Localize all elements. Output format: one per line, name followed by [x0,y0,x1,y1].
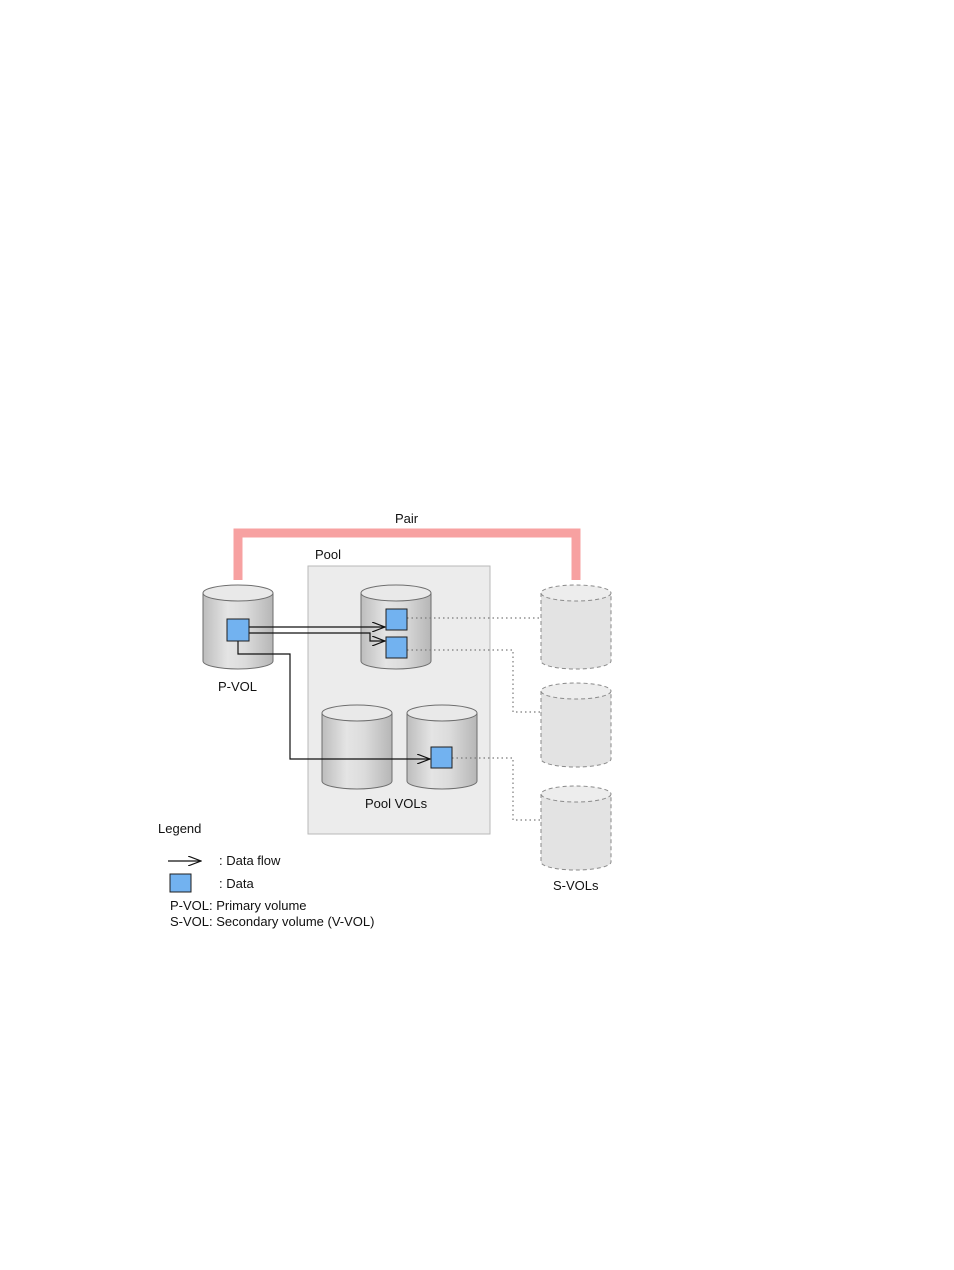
legend-data-icon [170,874,191,892]
pool-label: Pool [315,547,341,562]
pool-data-block-2 [386,637,407,658]
pool-vol-data-block [431,747,452,768]
svol-cylinder-1 [541,585,611,669]
pvol-label: P-VOL [218,679,257,694]
pool-data-block-1 [386,609,407,630]
pool-vol-cylinder-left [322,705,392,789]
legend-svol-definition: S-VOL: Secondary volume (V-VOL) [170,914,374,929]
legend-data-flow-text: : Data flow [219,853,281,868]
pvol-data-block [227,619,249,641]
pair-label: Pair [395,511,419,526]
svols-label: S-VOLs [553,878,599,893]
legend-title: Legend [158,821,201,836]
legend-data-text: : Data [219,876,254,891]
svol-cylinder-2 [541,683,611,767]
legend-pvol-definition: P-VOL: Primary volume [170,898,307,913]
svol-cylinder-3 [541,786,611,870]
legend: Legend : Data flow : Data P-VOL: Primary… [158,821,374,929]
pool-vols-label: Pool VOLs [365,796,428,811]
